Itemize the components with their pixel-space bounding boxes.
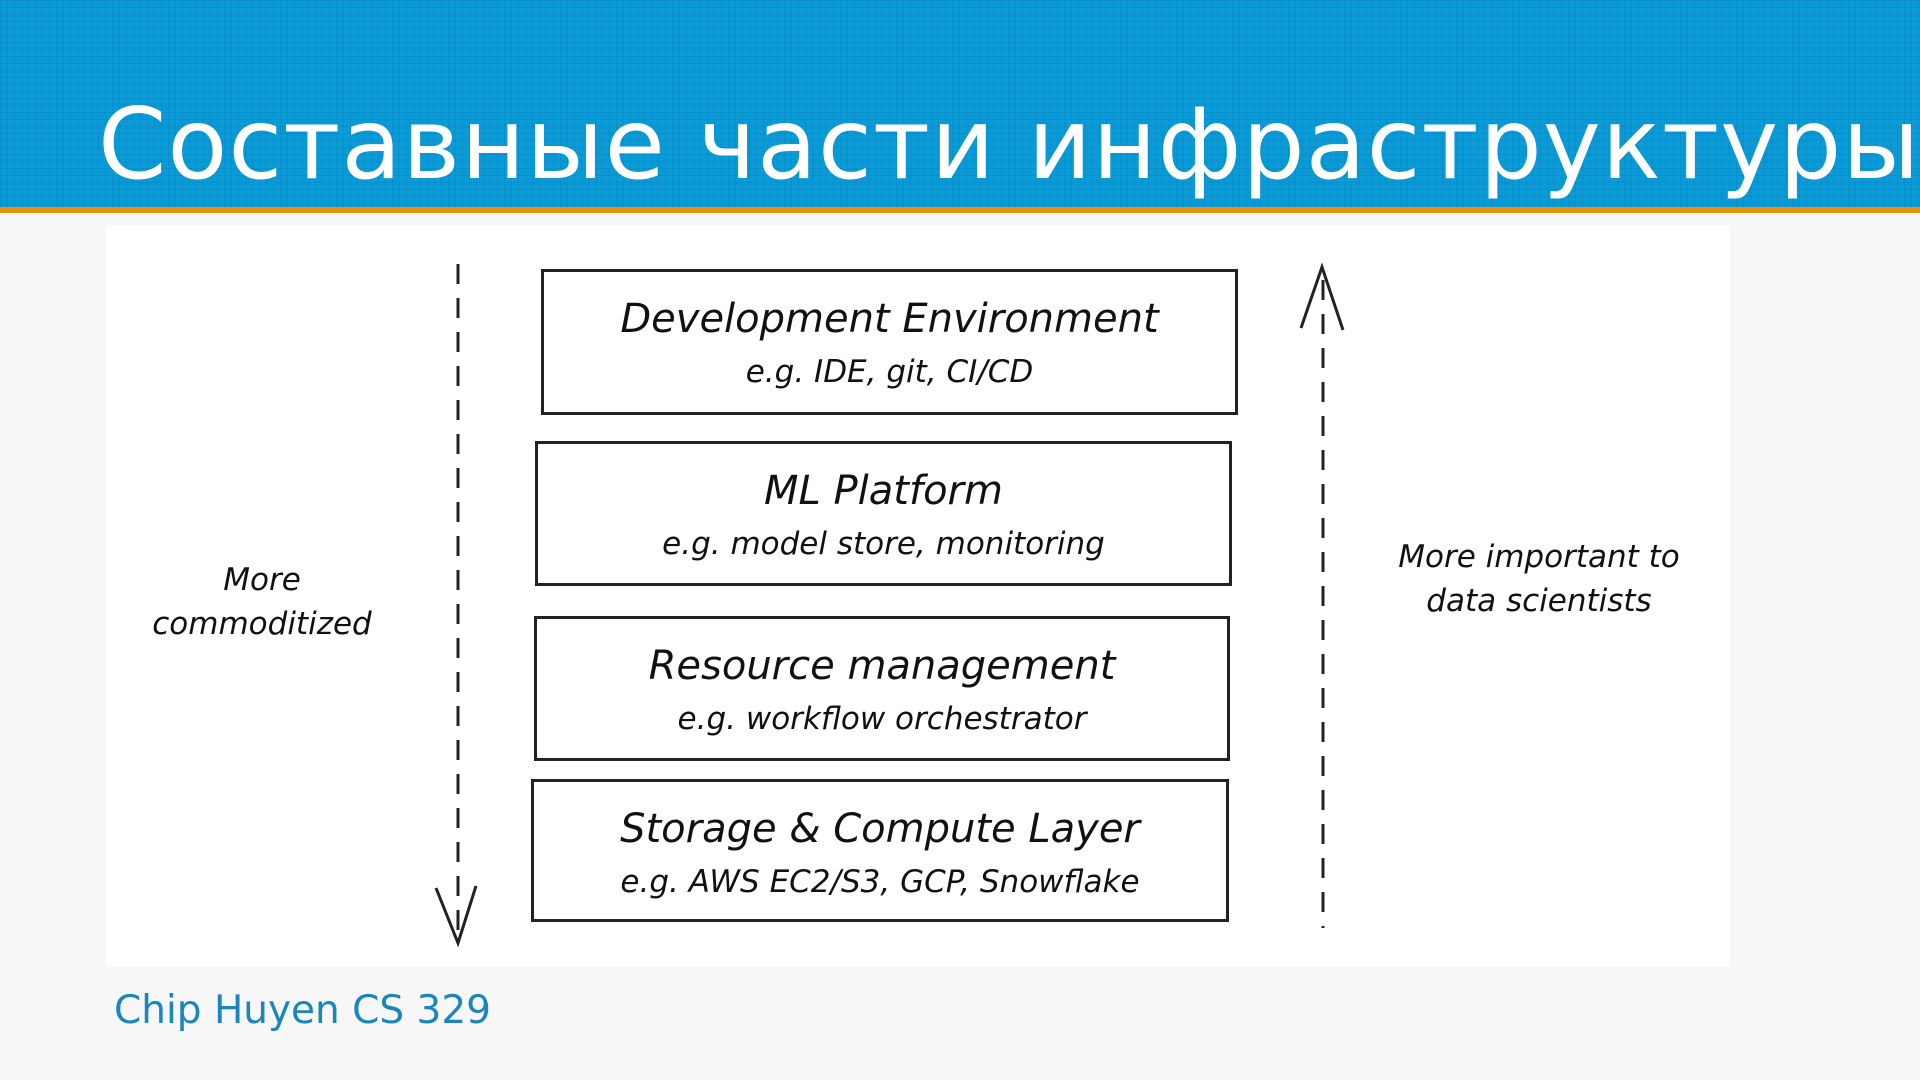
layer-title: ML Platform xyxy=(764,468,1003,514)
header-accent-line xyxy=(0,207,1920,213)
layer-title: Development Environment xyxy=(620,296,1159,342)
layer-resource-management: Resource management e.g. workflow orches… xyxy=(534,616,1230,761)
layer-example: e.g. model store, monitoring xyxy=(662,526,1105,562)
left-label-line: More xyxy=(223,562,301,598)
layer-development-environment: Development Environment e.g. IDE, git, C… xyxy=(541,269,1238,415)
slide-header xyxy=(0,0,1920,207)
up-arrow-head xyxy=(1299,262,1345,331)
left-label-line: commoditized xyxy=(152,606,372,642)
right-label: More important to data scientists xyxy=(1369,535,1709,623)
left-label: More commoditized xyxy=(142,558,382,646)
layer-ml-platform: ML Platform e.g. model store, monitoring xyxy=(535,441,1232,586)
layer-storage-compute: Storage & Compute Layer e.g. AWS EC2/S3,… xyxy=(531,779,1229,922)
down-arrow-head xyxy=(434,885,478,948)
slide-footer: Chip Huyen CS 329 xyxy=(114,988,491,1033)
right-label-line: data scientists xyxy=(1426,583,1652,619)
diagram-panel xyxy=(106,225,1730,967)
right-label-line: More important to xyxy=(1398,539,1680,575)
layer-example: e.g. IDE, git, CI/CD xyxy=(745,354,1034,390)
layer-example: e.g. AWS EC2/S3, GCP, Snowflake xyxy=(620,864,1140,900)
slide-title: Составные части инфраструктуры xyxy=(98,88,1920,202)
layer-title: Storage & Compute Layer xyxy=(620,806,1140,852)
layer-title: Resource management xyxy=(648,643,1116,689)
layer-example: e.g. workflow orchestrator xyxy=(677,701,1087,737)
